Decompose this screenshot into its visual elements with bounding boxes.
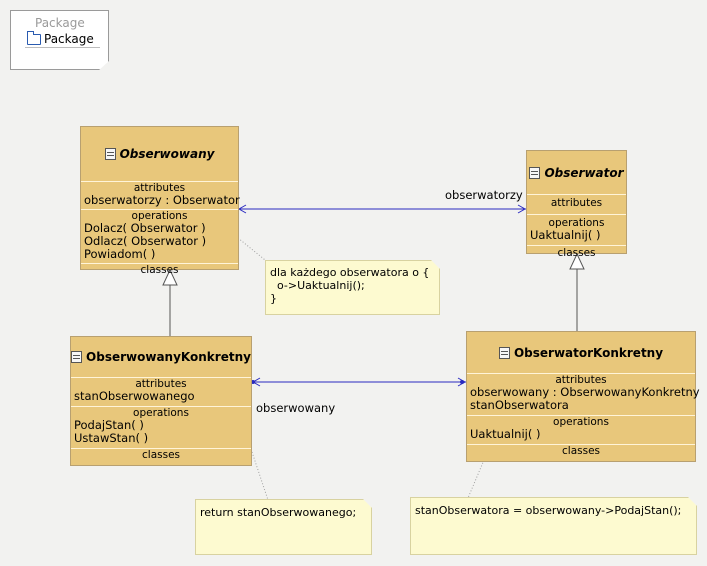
attributes-label: attributes (555, 374, 607, 386)
class-obserwowany-konkretny[interactable]: ObserwowanyKonkretny attributes stanObse… (70, 336, 252, 466)
generalization-arrow-left (162, 268, 178, 286)
classes-label: classes (142, 449, 180, 461)
operation-item: Odlacz( Obserwator ) (84, 234, 207, 248)
operation-item: PodajStan( ) (74, 418, 144, 432)
note-podaj-stan[interactable]: return stanObserwowanego; (195, 499, 372, 555)
class-icon (529, 166, 541, 179)
folder-icon (27, 30, 41, 45)
classes-label: classes (562, 445, 600, 457)
operations-label: operations (548, 217, 605, 229)
class-name: Obserwowany (119, 147, 215, 161)
association-label-obserwowany: obserwowany (256, 401, 336, 415)
association-arrowhead-bottom-left (251, 377, 261, 387)
generalization-arrow-right (569, 252, 585, 270)
class-name: Obserwator (544, 165, 624, 180)
class-obserwator[interactable]: Obserwator attributes operations Uaktual… (526, 150, 627, 259)
attribute-item: obserwowany : ObserwowanyKonkretny (470, 385, 700, 399)
association-label-obserwatorzy: obserwatorzy (445, 188, 523, 202)
association-end-bottom-right (460, 380, 464, 384)
classes-label: classes (557, 247, 596, 259)
package-divider (25, 47, 100, 48)
attributes-label: attributes (550, 197, 603, 209)
class-header: Obserwator (527, 151, 626, 194)
operation-item: Uaktualnij( ) (470, 427, 541, 441)
note-uaktualnij[interactable]: stanObserwatora = obserwowany->PodajStan… (410, 497, 697, 555)
class-name: ObserwatorKonkretny (513, 345, 664, 360)
class-obserwowany[interactable]: Obserwowany attributes obserwatorzy : Ob… (80, 126, 240, 276)
operations-label: operations (133, 407, 189, 419)
operation-item: UstawStan( ) (74, 431, 149, 445)
package-box[interactable]: Package Package (10, 10, 109, 70)
operation-item: Dolacz( Obserwator ) (84, 221, 206, 235)
note-link-powiadom (237, 237, 271, 265)
package-title: Package (35, 16, 85, 30)
association-arrowhead-bottom-right (457, 377, 467, 387)
classes-label: classes (140, 264, 179, 276)
operations-label: operations (553, 416, 609, 428)
operation-item: Uaktualnij( ) (530, 228, 601, 242)
association-arrowhead-top-right (517, 204, 527, 214)
package-label: Package (44, 32, 94, 46)
class-header: ObserwatorKonkretny (467, 332, 695, 373)
note-link-podaj-stan (251, 451, 269, 501)
class-header: ObserwowanyKonkretny (71, 337, 251, 377)
attributes-label: attributes (133, 182, 186, 194)
class-icon (498, 346, 510, 359)
package-item[interactable]: Package (27, 30, 94, 46)
association-arrowhead-top-left (237, 204, 247, 214)
attribute-item: stanObserwatora (470, 398, 569, 412)
note-link-uaktualnij (467, 459, 485, 499)
attribute-item: stanObserwowanego (74, 389, 195, 403)
attribute-item: obserwatorzy : Obserwator (84, 193, 240, 207)
operations-label: operations (131, 210, 188, 222)
note-powiadom[interactable]: dla każdego obserwatora o { o->Uaktualni… (265, 260, 440, 315)
class-header: Obserwowany (81, 127, 238, 181)
class-obserwator-konkretny[interactable]: ObserwatorKonkretny attributes obserwowa… (466, 331, 700, 462)
operation-item: Powiadom( ) (84, 247, 156, 261)
attributes-label: attributes (135, 378, 187, 390)
class-name: ObserwowanyKonkretny (86, 350, 251, 364)
class-icon (71, 351, 83, 363)
class-icon (104, 148, 116, 160)
